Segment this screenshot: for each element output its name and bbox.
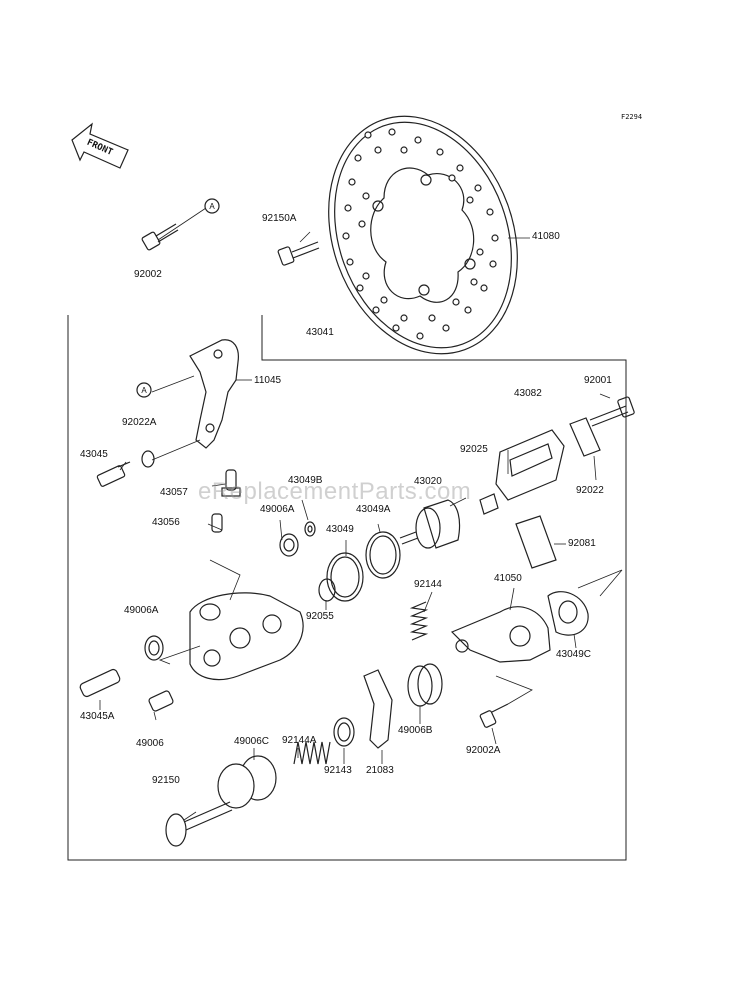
- seal-49006c: [217, 755, 277, 809]
- disc-holes: [342, 128, 499, 340]
- label-43049a: 43049A: [356, 504, 391, 515]
- seal-43049: [326, 552, 364, 602]
- bleeder-43057: [221, 469, 241, 497]
- front-arrow-icon: FRONT: [71, 122, 129, 169]
- seal-43049a: [365, 531, 401, 579]
- label-92144a: 92144A: [282, 735, 317, 746]
- label-92022a: 92022A: [122, 417, 157, 428]
- label-49006a-left: 49006A: [124, 605, 159, 616]
- seal-43049c: [547, 591, 589, 636]
- label-49006c: 49006C: [234, 736, 270, 747]
- label-41050: 41050: [494, 573, 522, 584]
- ref-marker-top: [204, 198, 220, 214]
- label-92001: 92001: [584, 375, 612, 386]
- bolt-49006: [148, 690, 174, 712]
- label-43045: 43045: [80, 449, 108, 460]
- caliper-body: [189, 592, 304, 681]
- cap-43056: [211, 513, 223, 533]
- brake-disc: [328, 115, 518, 355]
- label-43045a: 43045A: [80, 711, 115, 722]
- spring-92022: [569, 417, 601, 457]
- label-41080: 41080: [532, 231, 560, 242]
- label-43049b: 43049B: [288, 475, 323, 486]
- label-43041: 43041: [306, 327, 334, 338]
- seal-49006a: [279, 533, 299, 557]
- label-43049c: 43049C: [556, 649, 592, 660]
- label-43049: 43049: [326, 524, 354, 535]
- spring-92144: [409, 601, 429, 641]
- bolt-92002: [141, 223, 179, 251]
- spring-92144a: [293, 741, 331, 765]
- oring-92055: [318, 578, 336, 602]
- disc-bolt-holes: [372, 174, 476, 296]
- label-43056: 43056: [152, 517, 180, 528]
- lever-21083: [363, 669, 393, 749]
- label-92025: 92025: [460, 444, 488, 455]
- label-92002a: 92002A: [466, 745, 501, 756]
- bushing-49006a: [144, 635, 164, 661]
- leader-lines: [99, 207, 623, 821]
- shim-92081: [515, 515, 557, 569]
- pin-43045a: [79, 668, 121, 698]
- bolt-92001: [589, 396, 635, 427]
- label-43057: 43057: [160, 487, 188, 498]
- label-49006a-top: 49006A: [260, 504, 295, 515]
- label-92081: 92081: [568, 538, 596, 549]
- label-11045: 11045: [254, 375, 282, 386]
- diagram-code: F2294: [621, 113, 643, 121]
- bracket-11045: [189, 339, 239, 449]
- piston-43020: [399, 499, 461, 549]
- ref-marker-bracket-letter: A: [141, 386, 147, 395]
- watermark: eReplacementParts.com: [198, 478, 472, 505]
- label-92144: 92144: [414, 579, 442, 590]
- label-92150a: 92150A: [262, 213, 297, 224]
- pin-43045: [96, 461, 131, 487]
- label-92002: 92002: [134, 269, 162, 280]
- label-92022: 92022: [576, 485, 604, 496]
- bolt-92150a: [277, 241, 320, 266]
- bolt-92002a: [479, 703, 509, 728]
- bolt-92150: [165, 801, 233, 847]
- ref-marker-bracket: [136, 382, 152, 398]
- bearing-49006b: [407, 663, 443, 707]
- brake-pad-43082: [495, 429, 565, 501]
- label-43020: 43020: [414, 476, 442, 487]
- label-49006b: 49006B: [398, 725, 433, 736]
- label-92055: 92055: [306, 611, 334, 622]
- label-21083: 21083: [366, 765, 394, 776]
- label-92143: 92143: [324, 765, 352, 776]
- label-43082: 43082: [514, 388, 542, 399]
- label-49006: 49006: [136, 738, 164, 749]
- washer-92143: [333, 717, 355, 747]
- caliper-holder-41050: [450, 606, 551, 663]
- washer-43049b: [304, 521, 316, 537]
- clip-92025: [479, 493, 499, 515]
- ref-marker-top-letter: A: [209, 202, 215, 211]
- washer-92022a: [141, 450, 155, 468]
- assembly-frame: [67, 315, 627, 861]
- label-92150: 92150: [152, 775, 180, 786]
